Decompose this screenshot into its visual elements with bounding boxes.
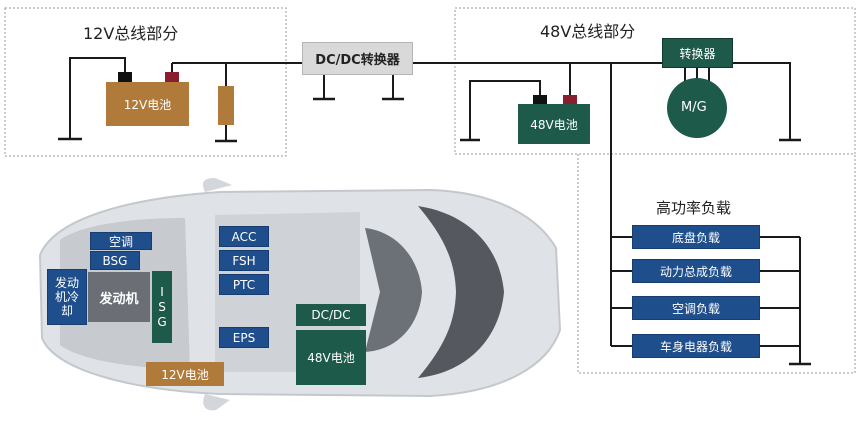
load-chassis: 底盘负载 (632, 225, 760, 249)
load-powertrain: 动力总成负载 (632, 259, 760, 283)
bus12-title: 12V总线部分 (83, 24, 179, 43)
dcdc-converter-box: DC/DC转换器 (302, 42, 413, 75)
car-battery12-box: 12V电池 (146, 362, 224, 386)
motor-circle (667, 78, 727, 138)
motor-label: M/G (681, 100, 707, 115)
car-battery48-box: 48V电池 (296, 330, 366, 385)
loads-title: 高功率负载 (656, 199, 732, 217)
bus48-title: 48V总线部分 (540, 22, 636, 41)
battery48-neg-terminal (533, 95, 547, 104)
car-fsh-box: FSH (219, 250, 269, 271)
car-bsg-box: BSG (90, 251, 140, 270)
battery12-neg-terminal (118, 72, 132, 82)
car-aircon-box: 空调 (90, 232, 152, 250)
wires (69, 48, 801, 364)
battery48-pos-terminal (563, 95, 577, 104)
car-eps-box: EPS (219, 327, 269, 348)
converter-box: 转换器 (662, 38, 733, 68)
loads-region (577, 154, 856, 374)
car-engine-box: 发动机 (88, 272, 150, 322)
car-engine-cooling-box: 发动 机冷 却 (47, 269, 87, 325)
battery48-box: 48V电池 (518, 104, 590, 144)
battery12-pos-terminal (165, 72, 179, 82)
car-dcdc-box: DC/DC (296, 304, 366, 326)
bus12-region (4, 7, 287, 157)
load-element (218, 86, 234, 125)
car-acc-box: ACC (219, 226, 269, 247)
load-body-electrical: 车身电器负载 (632, 334, 760, 358)
bus48-region (454, 7, 856, 155)
load-aircon: 空调负载 (632, 296, 760, 320)
car-ptc-box: PTC (219, 274, 269, 295)
ground-symbols (58, 97, 811, 366)
battery12-box: 12V电池 (106, 82, 189, 126)
car-isg-box: I S G (152, 271, 172, 343)
